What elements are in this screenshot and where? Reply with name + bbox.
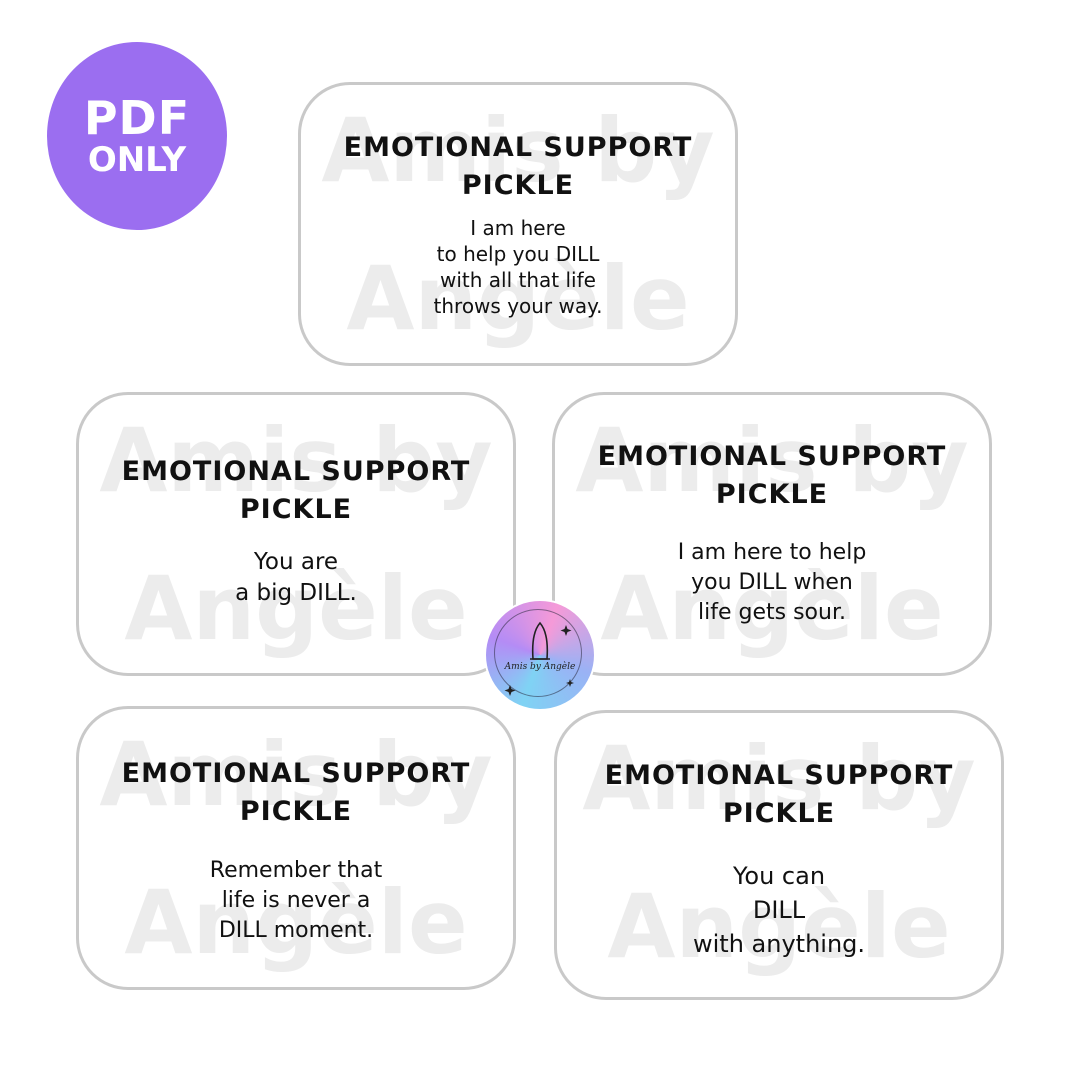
card-title: EMOTIONAL SUPPORT PICKLE (597, 441, 947, 510)
pickle-silhouette-icon (504, 621, 574, 696)
card-title: EMOTIONAL SUPPORT PICKLE (121, 456, 471, 525)
logo-text: Amis by Angèle (504, 662, 576, 672)
card-2: Amis by Angèle EMOTIONAL SUPPORT PICKLE … (76, 392, 516, 676)
card-4: Amis by Angèle EMOTIONAL SUPPORT PICKLE … (76, 706, 516, 990)
card-title: EMOTIONAL SUPPORT PICKLE (343, 132, 693, 201)
card-3: Amis by Angèle EMOTIONAL SUPPORT PICKLE … (552, 392, 992, 676)
card-1: Amis by Angèle EMOTIONAL SUPPORT PICKLE … (298, 82, 738, 366)
card-message: I am here to help you DILL when life get… (677, 540, 867, 625)
brand-logo: Amis by Angèle (486, 601, 594, 709)
pdf-only-badge: PDF ONLY (47, 42, 227, 230)
badge-line-1: PDF (83, 91, 191, 145)
card-title: EMOTIONAL SUPPORT PICKLE (604, 760, 954, 829)
card-title: EMOTIONAL SUPPORT PICKLE (121, 758, 471, 827)
badge-line-2: ONLY (87, 140, 187, 180)
card-message: I am here to help you DILL with all that… (433, 216, 603, 318)
card-message: Remember that life is never a DILL momen… (209, 858, 383, 943)
card-5: Amis by Angèle EMOTIONAL SUPPORT PICKLE … (554, 710, 1004, 1000)
logo-ring (494, 609, 582, 697)
card-message: You are a big DILL. (235, 549, 357, 606)
card-message: You can DILL with anything. (692, 862, 866, 958)
